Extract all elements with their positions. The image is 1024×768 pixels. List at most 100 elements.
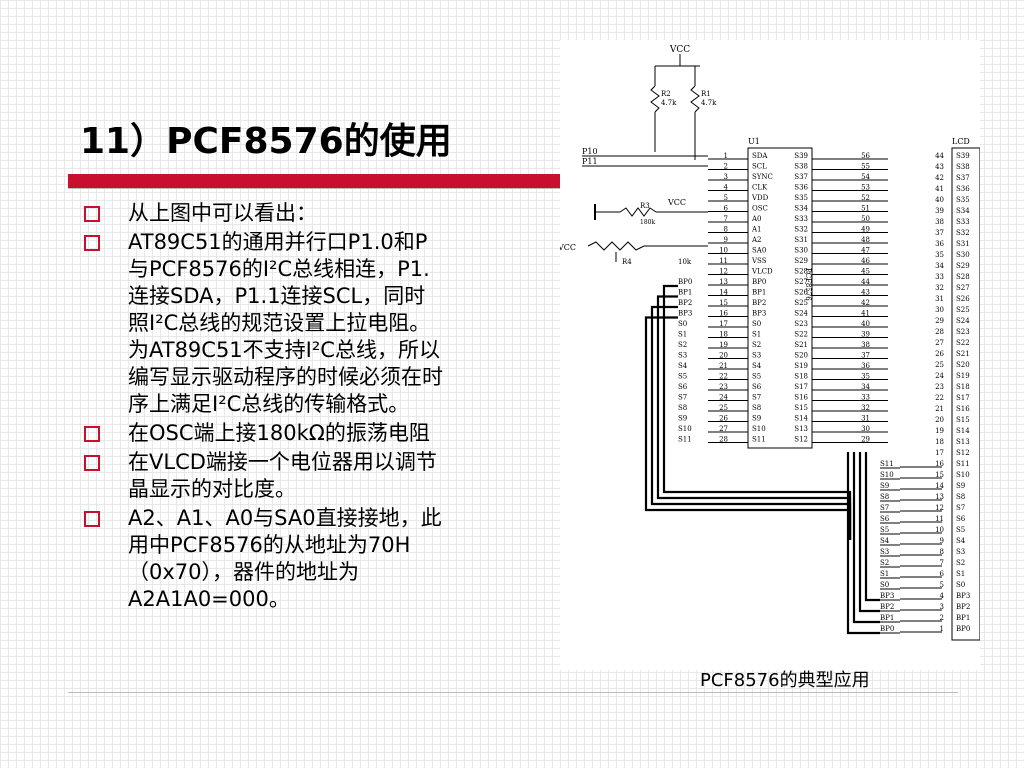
chip-right-pin: S36 bbox=[794, 184, 808, 192]
bullet-line: A2、A1、A0与SA0直接接地，此 bbox=[128, 506, 442, 530]
lcd-pin: S31 bbox=[956, 240, 970, 248]
chip-left-pin: VDD bbox=[751, 194, 769, 202]
lower-bus-label: S2 bbox=[880, 559, 889, 567]
chip-left-pin: S7 bbox=[752, 394, 761, 402]
lower-bus-label: S6 bbox=[880, 515, 890, 523]
pin-number: 51 bbox=[861, 205, 870, 213]
vcc-label: VCC bbox=[669, 45, 690, 55]
lcd-pin: S16 bbox=[956, 405, 970, 413]
bus-label: S5 bbox=[678, 373, 687, 381]
chip-right-pin: S28 bbox=[794, 268, 808, 276]
lcd-pin: S24 bbox=[956, 317, 970, 325]
lcd-pin-number: 24 bbox=[935, 372, 944, 380]
chip-left-pin: S5 bbox=[752, 373, 761, 381]
pin-number: 9 bbox=[724, 236, 728, 244]
chip-right-pin: S19 bbox=[794, 362, 808, 370]
pin-number: 7 bbox=[724, 215, 728, 223]
lcd-pin-number: 11 bbox=[935, 515, 944, 523]
bus-trace bbox=[852, 452, 880, 624]
chip-left-pin: A1 bbox=[751, 226, 762, 234]
bullet-line: 序上满足I²C总线的传输格式。 bbox=[128, 392, 410, 416]
lcd-pin: S39 bbox=[956, 152, 970, 160]
pin-number: 28 bbox=[719, 436, 728, 444]
lcd-pin: S25 bbox=[956, 306, 970, 314]
pin-number: 24 bbox=[719, 394, 728, 402]
lcd-pin-number: 28 bbox=[935, 328, 944, 336]
lcd-pin: S28 bbox=[956, 273, 970, 281]
lcd-pin: S38 bbox=[956, 163, 970, 171]
chip-right-pin: S23 bbox=[794, 320, 808, 328]
lcd-pin: S9 bbox=[956, 482, 965, 490]
lcd-pin-number: 5 bbox=[940, 581, 944, 589]
lcd-pin-number: 39 bbox=[935, 207, 944, 215]
chip-left-pin: S8 bbox=[752, 404, 761, 412]
pin-number: 56 bbox=[861, 152, 870, 160]
lcd-pin-number: 29 bbox=[935, 317, 944, 325]
lcd-pin-number: 20 bbox=[935, 416, 944, 424]
lower-bus-label: BP0 bbox=[880, 625, 894, 633]
bus-label: BP1 bbox=[678, 289, 692, 297]
lower-bus-label: S0 bbox=[880, 581, 889, 589]
pin-number: 3 bbox=[724, 173, 728, 181]
pin-number: 13 bbox=[719, 278, 728, 286]
p11-label: P11 bbox=[582, 157, 598, 166]
vcc-label: VCC bbox=[667, 198, 686, 207]
divider-line bbox=[68, 188, 568, 189]
lcd-pin-number: 33 bbox=[935, 273, 944, 281]
lcd-pin-number: 6 bbox=[940, 570, 945, 578]
lcd-pin: S30 bbox=[956, 251, 970, 259]
chip-right-pin: S20 bbox=[794, 352, 808, 360]
pin-number: 17 bbox=[719, 320, 728, 328]
bullet-line: 为AT89C51不支持I²C总线，所以 bbox=[128, 338, 440, 362]
pin-number: 11 bbox=[719, 257, 728, 265]
bullet-line: 与PCF8576的I²C总线相连，P1. bbox=[128, 257, 430, 281]
bullet-line: 照I²C总线的规范设置上拉电阻。 bbox=[128, 311, 431, 335]
lower-bus-label: S5 bbox=[880, 526, 889, 534]
lcd-pin-number: 21 bbox=[935, 405, 944, 413]
r4-name: R4 bbox=[622, 258, 632, 266]
pin-number: 36 bbox=[861, 362, 870, 370]
square-bullet-icon bbox=[84, 235, 100, 251]
lcd-pin: S33 bbox=[956, 218, 970, 226]
vcc-label: VCC bbox=[560, 243, 576, 252]
pin-number: 31 bbox=[861, 415, 870, 423]
bullet-line: 晶显示的对比度。 bbox=[128, 477, 296, 501]
chip-left-pin: VSS bbox=[751, 257, 767, 265]
bus-label: S3 bbox=[678, 352, 687, 360]
lower-bus-label: S9 bbox=[880, 482, 889, 490]
chip-left-pin: SCL bbox=[752, 163, 767, 171]
lcd-pin-number: 32 bbox=[935, 284, 944, 292]
footer-divider bbox=[68, 692, 958, 693]
lcd-pin-number: 31 bbox=[935, 295, 944, 303]
pin-number: 21 bbox=[719, 362, 728, 370]
pin-number: 20 bbox=[719, 352, 728, 360]
lcd-pin: S5 bbox=[956, 526, 965, 534]
bus-label: S1 bbox=[678, 331, 687, 339]
lcd-pin-number: 14 bbox=[935, 482, 944, 490]
lcd-label: LCD bbox=[952, 137, 970, 146]
pin-number: 22 bbox=[719, 373, 728, 381]
lcd-pin: S8 bbox=[956, 493, 965, 501]
lower-bus-label: S1 bbox=[880, 570, 889, 578]
chip-left-pin: SYNC bbox=[752, 173, 773, 181]
pin-number: 29 bbox=[861, 436, 870, 444]
chip-left-pin: S4 bbox=[752, 362, 762, 370]
r3-resistor-symbol bbox=[619, 207, 657, 217]
bus-label: S6 bbox=[678, 383, 688, 391]
lower-bus-label: S4 bbox=[880, 537, 890, 545]
square-bullet-icon bbox=[84, 426, 100, 442]
pin-number: 2 bbox=[724, 163, 728, 171]
pin-number: 42 bbox=[861, 299, 870, 307]
lcd-pin-number: 15 bbox=[935, 471, 944, 479]
lcd-pin-number: 40 bbox=[935, 196, 944, 204]
chip-right-pin: S12 bbox=[794, 436, 808, 444]
chip-left-pin: S6 bbox=[752, 383, 762, 391]
bus-trace bbox=[858, 452, 880, 613]
pin-number: 32 bbox=[861, 404, 870, 412]
lcd-pin: S11 bbox=[956, 460, 970, 468]
r4-pot-symbol bbox=[587, 241, 645, 251]
lower-bus-label: BP1 bbox=[880, 614, 894, 622]
chip-left-pin: BP3 bbox=[752, 310, 766, 318]
